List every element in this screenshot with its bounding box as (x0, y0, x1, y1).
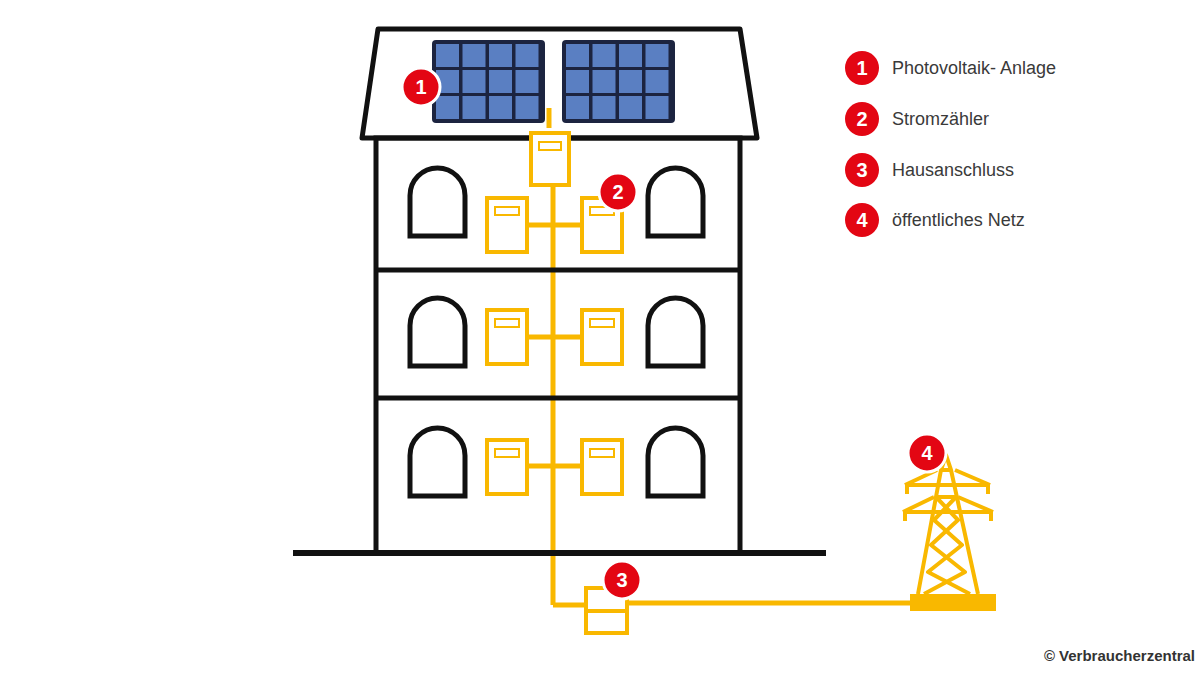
solar-cell (646, 70, 669, 93)
legend-text: Hausanschluss (892, 161, 1014, 179)
floor-line (376, 268, 740, 273)
solar-cell (593, 70, 616, 93)
solar-cell (516, 70, 539, 93)
roof (362, 29, 757, 138)
meter-box (487, 198, 527, 252)
legend-number: 2 (845, 102, 879, 136)
callout-number: 1 (400, 66, 442, 108)
solar-cell (463, 44, 486, 67)
solar-cell (619, 44, 642, 67)
solar-cell (463, 96, 486, 119)
legend-text: Stromzähler (892, 110, 989, 128)
meter-display (495, 207, 519, 215)
solar-cell (489, 44, 512, 67)
meter-box (487, 310, 527, 364)
solar-cell (516, 96, 539, 119)
meter-display (495, 319, 519, 327)
solar-cell (646, 96, 669, 119)
solar-cell (489, 96, 512, 119)
circle-shape (845, 102, 879, 136)
power-pylon (903, 455, 996, 611)
window (648, 298, 703, 366)
wiring (527, 108, 915, 605)
solar-cell (566, 44, 589, 67)
solar-cell (489, 70, 512, 93)
callout-number: 4 (906, 432, 948, 474)
solar-cell (593, 44, 616, 67)
solar-cell (646, 44, 669, 67)
number-text: 4 (856, 210, 867, 230)
number-text: 1 (415, 77, 426, 97)
solar-cell (463, 70, 486, 93)
circle-shape (603, 561, 641, 599)
windows (410, 168, 703, 496)
number-text: 2 (612, 182, 623, 202)
solar-panel (432, 40, 545, 123)
legend-text: Photovoltaik- Anlage (892, 59, 1056, 77)
copyright-note: © Verbraucherzentral (1044, 647, 1195, 664)
window (648, 428, 703, 496)
solar-cell (566, 70, 589, 93)
meter-box (487, 440, 527, 494)
meter-box (531, 133, 569, 185)
legend-number: 3 (845, 153, 879, 187)
callout-number: 3 (601, 559, 643, 601)
window (410, 168, 465, 236)
legend-number: 1 (845, 51, 879, 85)
meter-display (495, 449, 519, 457)
meter-display (590, 319, 614, 327)
solar-panel (562, 40, 675, 123)
meter-display (539, 142, 561, 150)
solar-cell (436, 44, 459, 67)
callout-number: 2 (597, 171, 639, 213)
meter-box (582, 310, 622, 364)
meter-box (582, 440, 622, 494)
solar-cell (619, 70, 642, 93)
number-text: 4 (921, 443, 932, 463)
solar-cell (619, 96, 642, 119)
circle-shape (845, 51, 879, 85)
window (410, 428, 465, 496)
circle-shape (845, 203, 879, 237)
circle-shape (599, 173, 637, 211)
solar-cell (593, 96, 616, 119)
number-text: 1 (856, 58, 867, 78)
solar-cell (566, 96, 589, 119)
number-text: 3 (856, 160, 867, 180)
circle-shape (908, 434, 946, 472)
number-text: 2 (856, 109, 867, 129)
solar-cell (436, 96, 459, 119)
solar-panels (432, 40, 675, 123)
number-text: 3 (616, 570, 627, 590)
window (648, 168, 703, 236)
circle-shape (402, 68, 440, 106)
wire (547, 108, 552, 128)
solar-cell (516, 44, 539, 67)
circle-shape (845, 153, 879, 187)
meter-display (590, 449, 614, 457)
window (410, 298, 465, 366)
legend-number: 4 (845, 203, 879, 237)
ground-line (293, 550, 826, 556)
building-wall (376, 138, 740, 553)
floor-line (376, 396, 740, 401)
legend-text: öffentliches Netz (892, 211, 1025, 229)
